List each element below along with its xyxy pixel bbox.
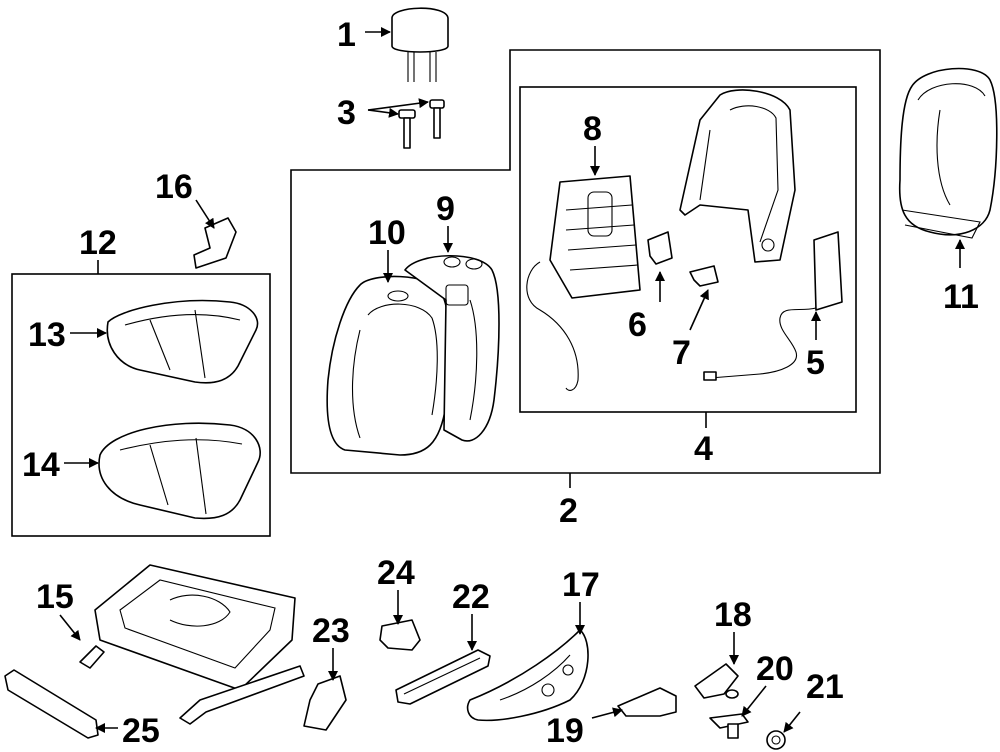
- callout-9: 9: [436, 190, 455, 228]
- cushion-cover-part: [106, 299, 259, 384]
- clip-part-6: [647, 231, 673, 265]
- callout-21: 21: [806, 668, 844, 706]
- trim-piece-part-18: [694, 663, 739, 699]
- callout-3: 3: [337, 94, 356, 132]
- callout-17: 17: [562, 566, 600, 604]
- frame-subassembly-box: [519, 86, 857, 413]
- callout-25: 25: [122, 712, 160, 750]
- callout-19: 19: [546, 712, 584, 750]
- callout-10: 10: [368, 214, 406, 252]
- seat-back-panel-part: [404, 255, 500, 442]
- callout-2: 2: [559, 492, 578, 530]
- cushion-assembly-box: [11, 273, 271, 537]
- headrest-part: [391, 7, 449, 82]
- bracket-part-7: [689, 265, 719, 287]
- side-airbag-part: [703, 231, 843, 381]
- callout-1: 1: [337, 16, 356, 54]
- leader-lines: [59, 27, 965, 733]
- lumbar-support-part: [526, 175, 641, 391]
- side-shield-part: [466, 629, 589, 722]
- track-end-cover-part: [303, 675, 347, 731]
- track-cover-part: [4, 669, 99, 739]
- callout-5: 5: [806, 344, 825, 382]
- callout-18: 18: [714, 596, 752, 634]
- callout-24: 24: [377, 554, 415, 592]
- seat-track-frame-part: [79, 564, 305, 725]
- callouts: 1 3 8 9 10 16 12 6 7 5 11 4 2 13 14 15 2…: [22, 16, 979, 750]
- callout-22: 22: [452, 578, 490, 616]
- callout-4: 4: [694, 430, 713, 468]
- callout-12: 12: [79, 224, 117, 262]
- callout-14: 14: [22, 446, 60, 484]
- callout-23: 23: [312, 612, 350, 650]
- seat-back-pad-part: [326, 275, 451, 456]
- callout-6: 6: [628, 306, 647, 344]
- callout-16: 16: [155, 168, 193, 206]
- rail-cover-part: [395, 649, 491, 705]
- callout-20: 20: [756, 650, 794, 688]
- retainer-clip-part: [766, 730, 786, 750]
- bolt-part: [709, 713, 749, 739]
- callout-15: 15: [36, 578, 74, 616]
- adjust-handle-part: [617, 687, 677, 717]
- callout-8: 8: [583, 110, 602, 148]
- cushion-pad-part: [98, 422, 261, 520]
- callout-11: 11: [943, 278, 979, 316]
- trim-cap-part-16: [193, 217, 237, 269]
- headrest-guide-part: [398, 99, 445, 149]
- callout-13: 13: [28, 316, 66, 354]
- seat-back-assembly-box: [290, 49, 881, 474]
- seat-back-frame-part: [679, 89, 796, 263]
- callout-7: 7: [672, 334, 691, 372]
- bracket-part-24: [379, 619, 421, 651]
- seat-back-cover-part: [898, 67, 998, 239]
